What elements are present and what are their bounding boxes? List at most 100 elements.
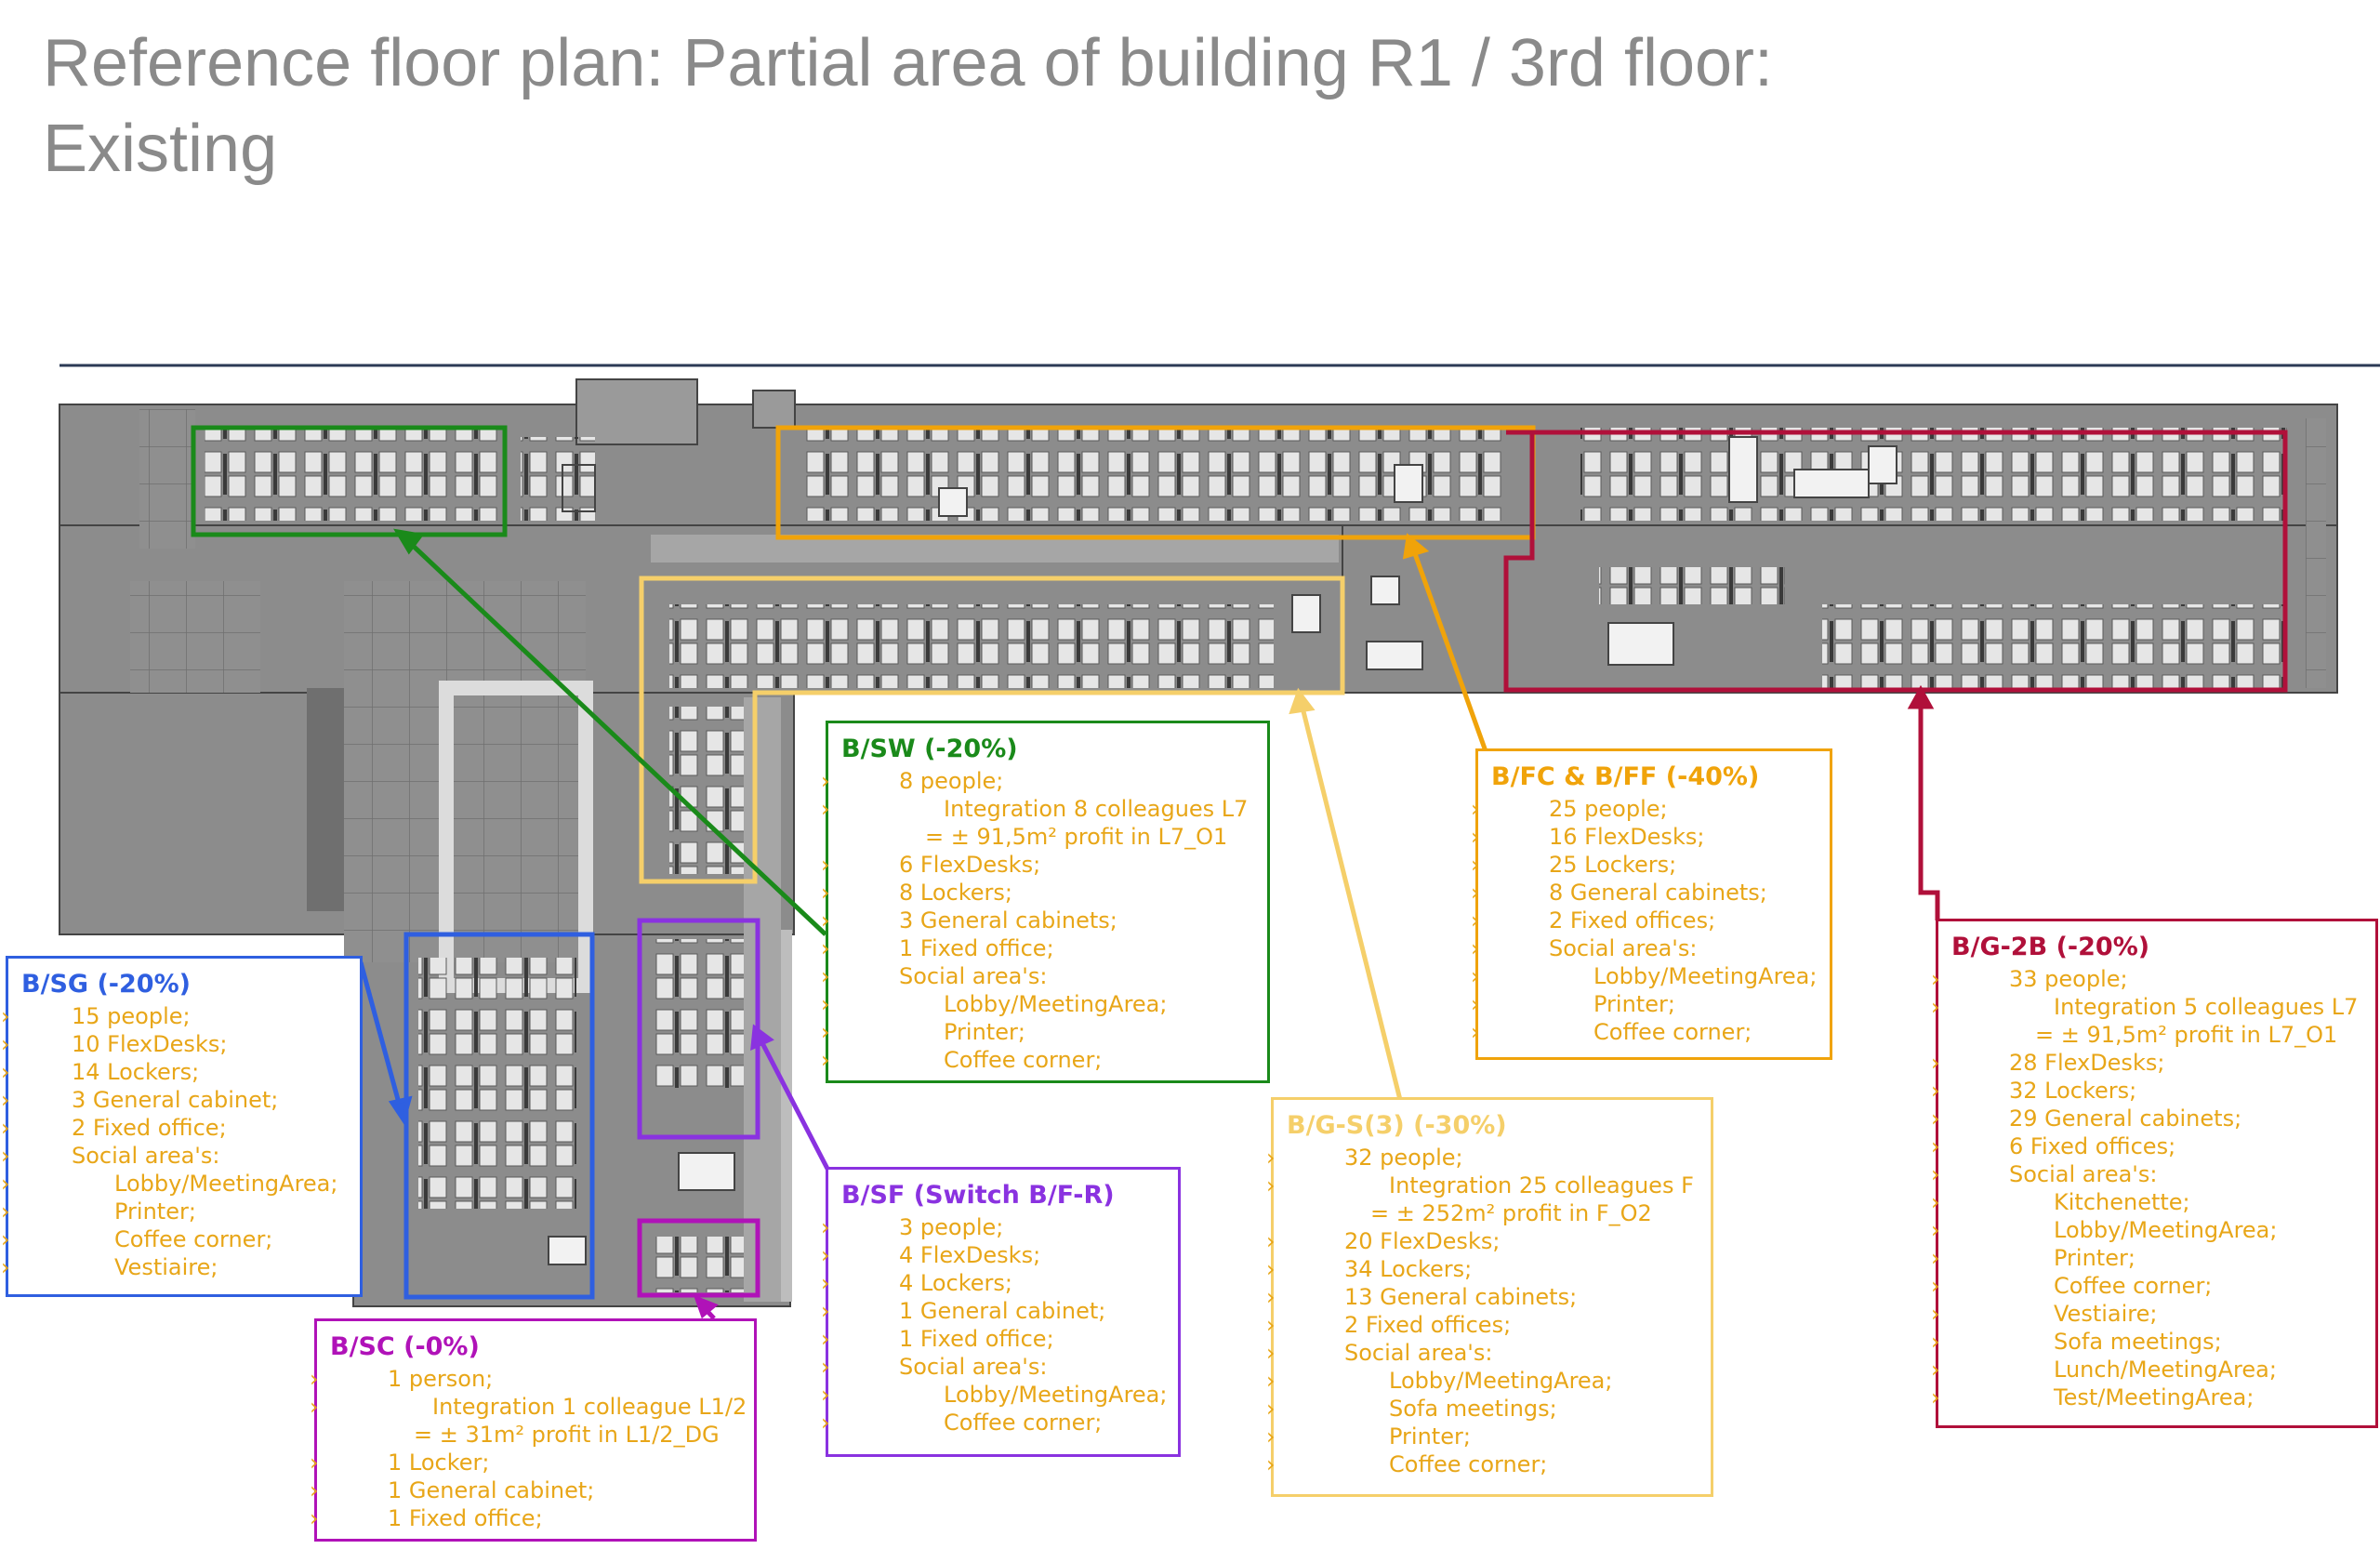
zone-box-bsw: B/SW (-20%) 8 people; Integration 8 coll… (821, 721, 1270, 1083)
zone-box-bsc: B/SC (-0%) 1 person; Integration 1 colle… (310, 1318, 757, 1542)
zone-item: 1 Fixed office; (821, 934, 1254, 962)
zone-item: Lunch/MeetingArea; (1931, 1356, 2362, 1384)
zone-item: Printer; (1471, 990, 1817, 1018)
zone-item: 2 Fixed offices; (1266, 1311, 1698, 1339)
zone-item: Integration 8 colleagues L7 (821, 795, 1254, 823)
arrow-bsg (358, 961, 403, 1107)
zone-item: Integration 1 colleague L1/2 (310, 1393, 747, 1421)
connector-arrows (358, 528, 1940, 1320)
zone-item: 1 Fixed office; (821, 1325, 1165, 1353)
arrow-bgs3 (1299, 703, 1403, 1101)
zone-item: = ± 252m² profit in F_O2 (1370, 1200, 1652, 1226)
zone-item: Vestiaire; (1, 1253, 347, 1281)
zone-item: Sofa meetings; (1931, 1328, 2362, 1356)
zone-title-bsg: B/SG (-20%) (21, 970, 191, 999)
zone-item: Sofa meetings; (1266, 1395, 1698, 1423)
zone-item: = ± 31m² profit in L1/2_DG (414, 1422, 720, 1448)
zone-item: Coffee corner; (1471, 1018, 1817, 1046)
zone-item: Test/MeetingArea; (1931, 1384, 2362, 1411)
zone-outline-bsw (191, 425, 508, 537)
zone-item: Lobby/MeetingArea; (1931, 1216, 2362, 1244)
zone-outline-bg2b (1503, 430, 2288, 693)
zone-item: 10 FlexDesks; (1, 1030, 347, 1058)
zone-item: 4 Lockers; (821, 1269, 1165, 1297)
zone-item: 1 Fixed office; (310, 1504, 741, 1532)
zone-item: Coffee corner; (821, 1409, 1165, 1436)
zone-item: = ± 91,5m² profit in L7_O1 (925, 824, 1228, 850)
zone-item: Kitchenette; (1931, 1188, 2362, 1216)
zone-item: 28 FlexDesks; (1931, 1049, 2362, 1077)
zone-box-bfc: B/FC & B/FF (-40%) 25 people; 16 FlexDes… (1471, 748, 1832, 1060)
arrow-bg2b (1918, 700, 1940, 920)
zone-item: 13 General cabinets; (1266, 1283, 1698, 1311)
zone-item: 25 Lockers; (1471, 851, 1817, 879)
zone-box-bgs3: B/G-S(3) (-30%) 32 people; Integration 2… (1266, 1097, 1713, 1497)
zone-item: Printer; (821, 1018, 1254, 1046)
zone-item: 14 Lockers; (1, 1058, 347, 1086)
slide-title: Reference floor plan: Partial area of bu… (43, 26, 1774, 186)
zone-item: Social area's: (1471, 934, 1817, 962)
zone-item: 8 people; (821, 767, 1254, 795)
zone-item: 25 people; (1471, 795, 1817, 823)
arrow-bsw (407, 540, 827, 936)
zone-item: Lobby/MeetingArea; (1266, 1367, 1698, 1395)
zone-title-bgs3: B/G-S(3) (-30%) (1287, 1111, 1507, 1140)
arrow-bfc (1410, 548, 1488, 752)
zone-item: 1 General cabinet; (310, 1476, 741, 1504)
zone-box-bg2b: B/G-2B (-20%) 33 people; Integration 5 c… (1931, 919, 2378, 1428)
zone-title-bsc: B/SC (-0%) (330, 1332, 480, 1361)
zone-item: Printer; (1, 1198, 347, 1225)
zone-item: Social area's: (1931, 1160, 2362, 1188)
zone-item: 1 Locker; (310, 1449, 741, 1476)
zone-title-bfc: B/FC & B/FF (-40%) (1491, 762, 1760, 791)
zone-outline-bgs3 (639, 576, 1345, 884)
zone-item: 1 General cabinet; (821, 1297, 1165, 1325)
zone-item: Coffee corner; (1931, 1272, 2362, 1300)
zone-item: 4 FlexDesks; (821, 1241, 1165, 1269)
zone-item: 8 Lockers; (821, 879, 1254, 907)
zone-item: Lobby/MeetingArea; (1471, 962, 1817, 990)
zone-item: Lobby/MeetingArea; (821, 1381, 1167, 1409)
zone-item: 1 person; (310, 1365, 741, 1393)
zone-item: Social area's: (821, 1353, 1165, 1381)
zone-item: 34 Lockers; (1266, 1255, 1698, 1283)
zone-title-bsw: B/SW (-20%) (841, 735, 1018, 763)
zone-item: 8 General cabinets; (1471, 879, 1817, 907)
zone-item: Lobby/MeetingArea; (1, 1170, 347, 1198)
zone-item: 3 people; (821, 1213, 1165, 1241)
zone-item: 33 people; (1931, 965, 2362, 993)
arrow-bsf (758, 1038, 830, 1171)
zone-item: 16 FlexDesks; (1471, 823, 1817, 851)
zone-outline-bsc (637, 1218, 760, 1298)
zone-item: 2 Fixed offices; (1471, 907, 1817, 934)
zone-item: 2 Fixed office; (1, 1114, 347, 1142)
zone-item: Integration 5 colleagues L7 (1931, 993, 2362, 1021)
zone-title-bg2b: B/G-2B (-20%) (1951, 933, 2150, 961)
zone-box-bsf: B/SF (Switch B/F-R) 3 people; 4 FlexDesk… (821, 1167, 1181, 1457)
zone-item: 6 Fixed offices; (1931, 1132, 2362, 1160)
room-furniture (548, 436, 1897, 1265)
zone-item: 3 General cabinets; (821, 907, 1254, 934)
zone-item: Social area's: (821, 962, 1254, 990)
zone-item: 3 General cabinet; (1, 1086, 347, 1114)
zone-item: Integration 25 colleagues F (1266, 1172, 1698, 1199)
zone-item: Coffee corner; (821, 1046, 1254, 1074)
zone-box-bsg: B/SG (-20%) 15 people; 10 FlexDesks; 14 … (1, 956, 363, 1297)
zone-item: Coffee corner; (1, 1225, 347, 1253)
desk-clusters (205, 428, 2287, 1292)
zone-item: Social area's: (1266, 1339, 1698, 1367)
zone-item: 29 General cabinets; (1931, 1105, 2362, 1132)
zone-item: Lobby/MeetingArea; (821, 990, 1254, 1018)
zone-item: 20 FlexDesks; (1266, 1227, 1698, 1255)
zone-item: 6 FlexDesks; (821, 851, 1254, 879)
zone-item: Printer; (1266, 1423, 1698, 1450)
zone-item: Vestiaire; (1931, 1300, 2362, 1328)
zone-item: 15 people; (1, 1002, 347, 1030)
zone-item: = ± 91,5m² profit in L7_O1 (2035, 1022, 2338, 1048)
zone-title-bsf: B/SF (Switch B/F-R) (841, 1181, 1115, 1210)
zone-item: Coffee corner; (1266, 1450, 1698, 1478)
zone-item: 32 people; (1266, 1144, 1698, 1172)
zone-item: Social area's: (1, 1142, 347, 1170)
zone-item: 32 Lockers; (1931, 1077, 2362, 1105)
